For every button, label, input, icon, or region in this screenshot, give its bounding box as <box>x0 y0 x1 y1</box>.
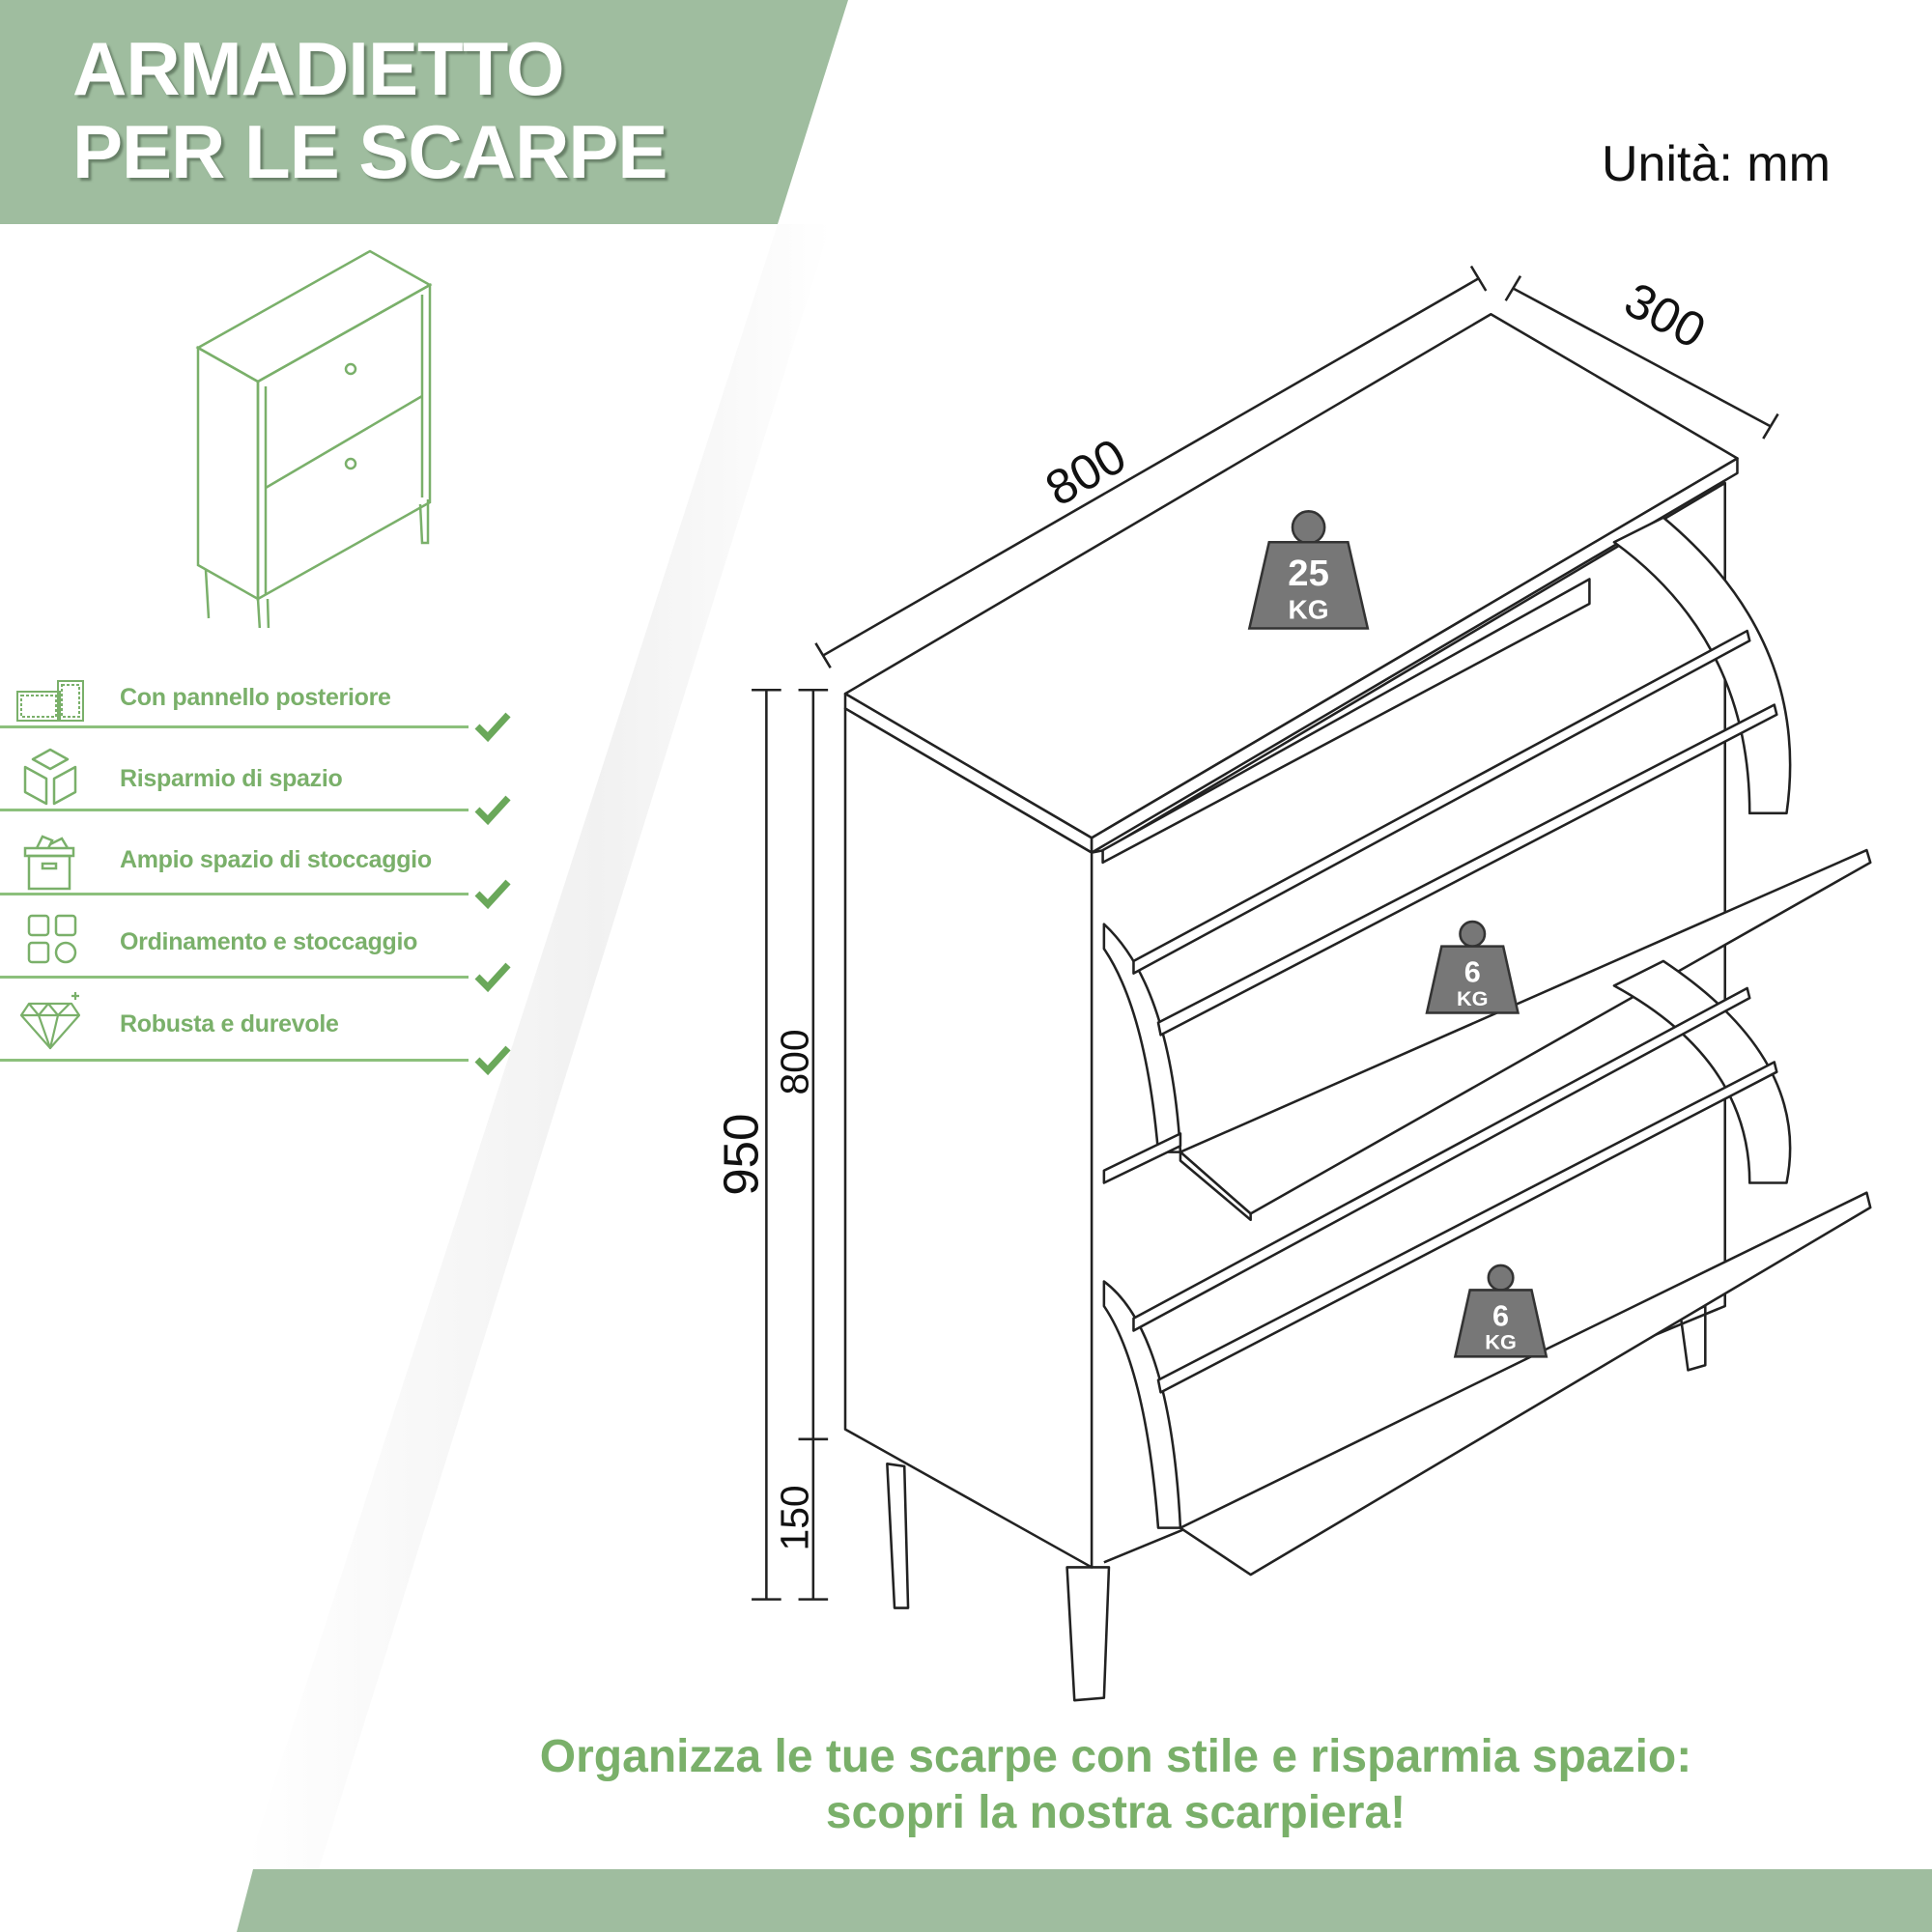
grid-shapes-icon <box>27 914 77 964</box>
cabinet-thumbnail-icon <box>195 249 433 628</box>
slogan-line2: scopri la nostra scarpiera! <box>825 1787 1406 1838</box>
leg <box>1065 1566 1111 1702</box>
body-height-dimension: 800 <box>773 1029 817 1094</box>
leg-height-dimension: 150 <box>773 1485 817 1550</box>
header-band <box>0 0 848 224</box>
total-height-dimension: 950 <box>713 1114 768 1196</box>
feature-label: Ampio spazio di stoccaggio <box>120 846 432 873</box>
cabinet-side <box>843 707 1094 1569</box>
weight-icon: 25 KG <box>1247 510 1370 630</box>
diagonal-shadow <box>246 224 831 1869</box>
feature-label: Ordinamento e stoccaggio <box>120 928 418 955</box>
slogan-line1: Organizza le tue scarpe con stile e risp… <box>539 1731 1692 1782</box>
back-panel-icon <box>16 680 84 722</box>
lower-flap <box>1179 1191 1872 1577</box>
divider <box>0 1059 469 1062</box>
divider <box>0 809 469 811</box>
feature-label: Robusta e durevole <box>120 1010 339 1037</box>
page-title-line1: ARMADIETTO <box>72 26 565 111</box>
feature-label: Con pannello posteriore <box>120 684 391 711</box>
checkmark-icon <box>474 712 511 743</box>
depth-dimension: 300 <box>1616 271 1715 358</box>
svg-text:6: 6 <box>1464 956 1481 989</box>
weight-icon: 6 KG <box>1425 920 1520 1014</box>
divider <box>0 893 469 895</box>
leg <box>886 1463 910 1609</box>
divider <box>0 725 469 728</box>
page-title-line2: PER LE SCARPE <box>72 109 668 194</box>
width-dimension: 800 <box>1037 428 1135 517</box>
footer-band <box>237 1869 1932 1932</box>
svg-text:6: 6 <box>1492 1299 1509 1332</box>
divider <box>0 976 469 979</box>
checkmark-icon <box>474 879 511 910</box>
storage-box-icon <box>23 835 75 891</box>
checkmark-icon <box>474 962 511 993</box>
feature-label: Risparmio di spazio <box>120 765 343 792</box>
svg-text:25: 25 <box>1288 553 1329 594</box>
svg-text:KG: KG <box>1289 594 1329 624</box>
svg-text:KG: KG <box>1485 1330 1517 1354</box>
svg-text:KG: KG <box>1457 986 1489 1010</box>
checkmark-icon <box>474 795 511 826</box>
cube-icon <box>23 748 77 806</box>
diamond-icon <box>19 992 81 1050</box>
weight-icon: 6 KG <box>1453 1264 1548 1358</box>
checkmark-icon <box>474 1045 511 1076</box>
unit-label: Unità: mm <box>1602 136 1831 192</box>
